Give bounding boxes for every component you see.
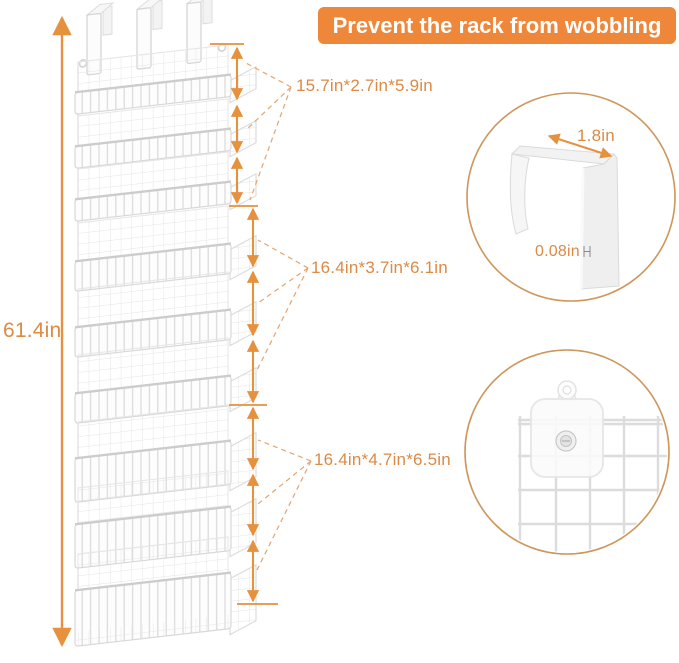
mount-detail-circle (464, 349, 670, 555)
hook-width-arrow (547, 133, 613, 159)
rack-tier (74, 536, 257, 647)
dimension-label-top-baskets: 15.7in*2.7in*5.9in (296, 76, 433, 95)
callout-dashes (243, 61, 312, 571)
screw-icon (555, 430, 577, 452)
dimension-label-bottom-baskets: 16.4in*4.7in*6.5in (314, 450, 451, 469)
banner-text: Prevent the rack from wobbling (332, 12, 662, 38)
hook-detail-circle (466, 92, 676, 302)
rack-tier (74, 44, 257, 115)
hook-thickness-indicator (583, 246, 591, 257)
banner-prevent-wobbling: Prevent the rack from wobbling (318, 7, 676, 44)
over-door-rack (74, 0, 257, 647)
rack-tier (74, 271, 257, 358)
door-hook-icon (135, 0, 165, 70)
tier-group-ticks (210, 43, 278, 605)
hook-width-label: 1.8in (577, 126, 615, 145)
hook-thickness-label: 0.08in (535, 243, 580, 260)
dimension-label-middle-baskets: 16.4in*3.7in*6.1in (311, 258, 448, 277)
overall-height-label: 61.4in (3, 319, 62, 342)
rack-tier (74, 337, 257, 424)
